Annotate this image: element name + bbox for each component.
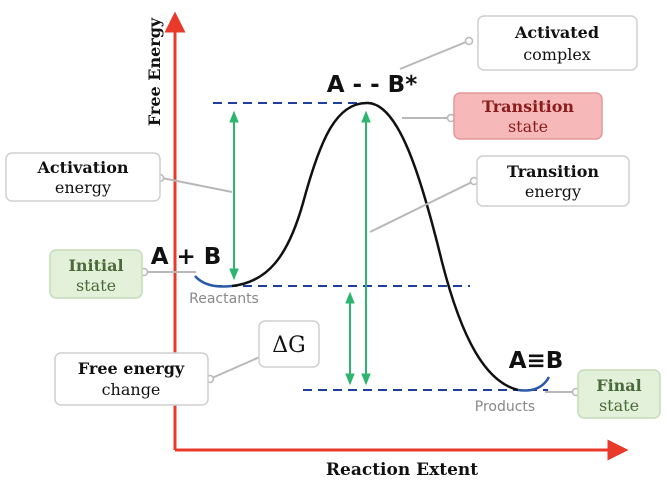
transition-state-line2: state: [508, 117, 548, 136]
callout-activated-complex: Activated complex: [477, 15, 638, 71]
callout-free-energy-change: Free energy change: [54, 352, 209, 406]
final-state-line2: state: [599, 396, 639, 415]
x-axis-label: Reaction Extent: [326, 460, 478, 480]
activated-complex-line2: complex: [523, 45, 591, 64]
transition-energy-line2: energy: [525, 182, 581, 201]
activated-complex-line1: Activated: [514, 23, 599, 42]
callout-transition-state: Transition state: [453, 92, 603, 140]
activation-energy-line2: energy: [55, 178, 111, 197]
callout-transition-energy: Transition energy: [476, 155, 630, 207]
callout-activation-energy: Activation energy: [5, 152, 161, 202]
leader-transition-energy: [369, 181, 473, 233]
transition-state-line1: Transition: [482, 97, 574, 116]
reactants-formula: A + B: [151, 244, 222, 270]
initial-state-line1: Initial: [68, 256, 123, 275]
leader-lines: [144, 41, 575, 393]
delta-g-box: ΔG: [258, 320, 320, 368]
leader-free-energy-change: [211, 355, 263, 379]
free-energy-change-line1: Free energy: [78, 359, 185, 378]
callout-final-state: Final state: [577, 369, 661, 419]
complex-formula: A - - B*: [327, 72, 417, 98]
leader-activated-complex: [399, 41, 467, 70]
callout-initial-state: Initial state: [49, 249, 143, 299]
y-axis-label: Free Energy: [145, 17, 164, 126]
products-caption: Products: [475, 399, 535, 415]
energy-curve: [231, 101, 519, 392]
final-state-line1: Final: [596, 376, 642, 395]
delta-g-label: ΔG: [272, 333, 305, 358]
initial-state-line2: state: [76, 276, 116, 295]
reactants-caption: Reactants: [189, 291, 259, 307]
reactant-end-curve: [194, 275, 233, 288]
activation-energy-line1: Activation: [36, 158, 128, 177]
product-end-curve: [517, 376, 551, 392]
transition-energy-line1: Transition: [507, 162, 599, 181]
leader-activation-energy: [161, 177, 233, 193]
products-formula: A≡B: [509, 348, 564, 374]
free-energy-change-line2: change: [102, 380, 161, 399]
